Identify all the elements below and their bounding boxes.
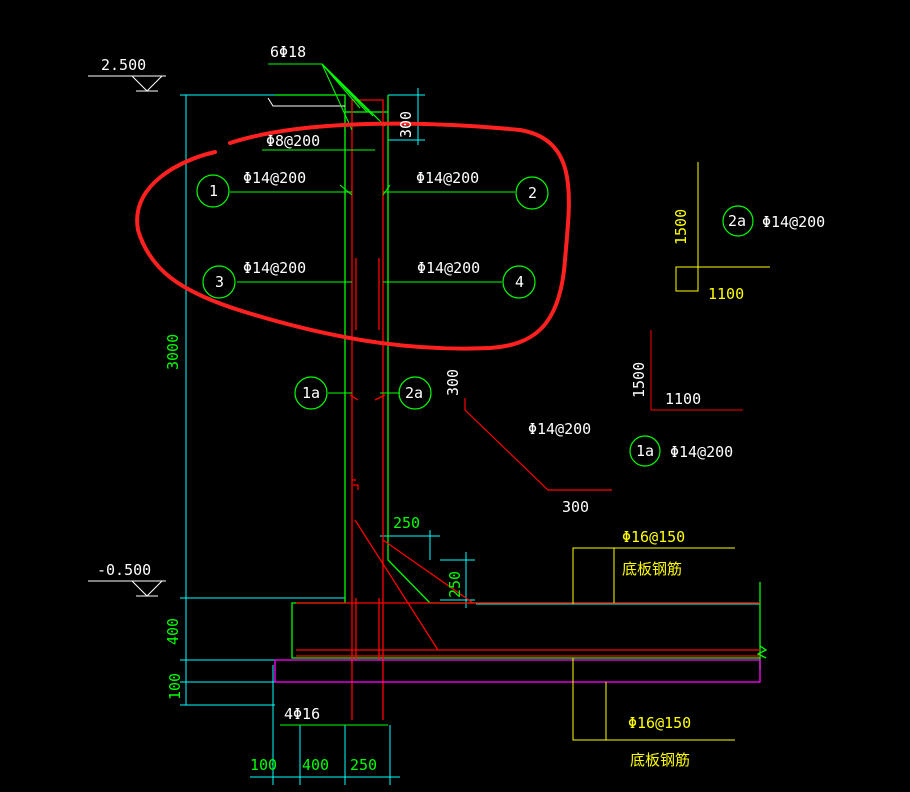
highlight-outline xyxy=(135,121,571,351)
detail-2a-rebar: Φ14@200 xyxy=(762,213,825,231)
dim-wall-height: 3000 xyxy=(164,334,182,370)
detail-2a-marker: 2a xyxy=(728,212,746,230)
slab-top-label: 底板钢筋 xyxy=(622,560,682,578)
elevation-top: 2.500 xyxy=(101,56,146,74)
detail-1a-rebar: Φ14@200 xyxy=(670,443,733,461)
dim-bottom-400: 400 xyxy=(302,756,329,774)
rebar-lines xyxy=(296,99,760,720)
marker-2: 2 xyxy=(528,184,537,202)
cushion xyxy=(274,659,761,683)
marker-1: 1 xyxy=(209,182,218,200)
bent-bar-300-vertical: 300 xyxy=(444,369,462,396)
leader-lines xyxy=(230,63,515,394)
dim-bottom-100: 100 xyxy=(250,756,277,774)
dim-top-300: 300 xyxy=(397,111,415,138)
dim-chamfer-v: 250 xyxy=(446,571,464,598)
dim-chamfer-h: 250 xyxy=(393,514,420,532)
detail-1a-marker: 1a xyxy=(636,442,654,460)
slab-bottom-label: 底板钢筋 xyxy=(630,751,690,769)
elevation-marks xyxy=(88,75,166,597)
marker-2a-circle xyxy=(398,376,432,410)
top-longitudinal-label: 6Φ18 xyxy=(270,43,306,61)
detail-2a-circle xyxy=(722,205,754,237)
base-bars-label: 4Φ16 xyxy=(284,705,320,723)
bar2-label: Φ14@200 xyxy=(416,169,479,187)
marker-1a-circle xyxy=(294,376,328,410)
bar4-label: Φ14@200 xyxy=(417,259,480,277)
slab-bottom-rebar: Φ16@150 xyxy=(628,714,691,732)
marker-3: 3 xyxy=(215,273,224,291)
dim-slab-thickness: 400 xyxy=(164,618,182,645)
bent-bar-300-horizontal: 300 xyxy=(562,498,589,516)
marker-2-circle xyxy=(515,176,549,210)
detail-1a-horizontal: 1100 xyxy=(665,390,701,408)
dimension-lines xyxy=(180,88,760,785)
detail-2a-vertical: 1500 xyxy=(672,209,690,245)
marker-1a: 1a xyxy=(302,384,320,402)
marker-3-circle xyxy=(202,265,236,299)
marker-4: 4 xyxy=(515,273,524,291)
detail-1a-vertical: 1500 xyxy=(630,362,648,398)
bar1-label: Φ14@200 xyxy=(243,169,306,187)
detail-1a-shape xyxy=(650,330,743,411)
bar3-label: Φ14@200 xyxy=(243,259,306,277)
bent-bar-detail xyxy=(464,398,612,491)
wall-cap xyxy=(267,97,345,107)
slab-top-rebar: Φ16@150 xyxy=(622,528,685,546)
bent-bar-rebar: Φ14@200 xyxy=(528,420,591,438)
detail-2a-shape xyxy=(675,162,770,292)
dim-cushion: 100 xyxy=(166,673,184,700)
stirrup-label: Φ8@200 xyxy=(266,132,320,150)
marker-2a: 2a xyxy=(405,384,423,402)
slab-label-frames xyxy=(572,547,735,741)
marker-circles xyxy=(196,174,754,467)
detail-1a-circle xyxy=(629,435,661,467)
marker-1-circle xyxy=(196,174,230,208)
dim-bottom-250: 250 xyxy=(350,756,377,774)
marker-4-circle xyxy=(502,265,536,299)
detail-2a-horizontal: 1100 xyxy=(708,285,744,303)
elevation-bottom: -0.500 xyxy=(97,561,151,579)
